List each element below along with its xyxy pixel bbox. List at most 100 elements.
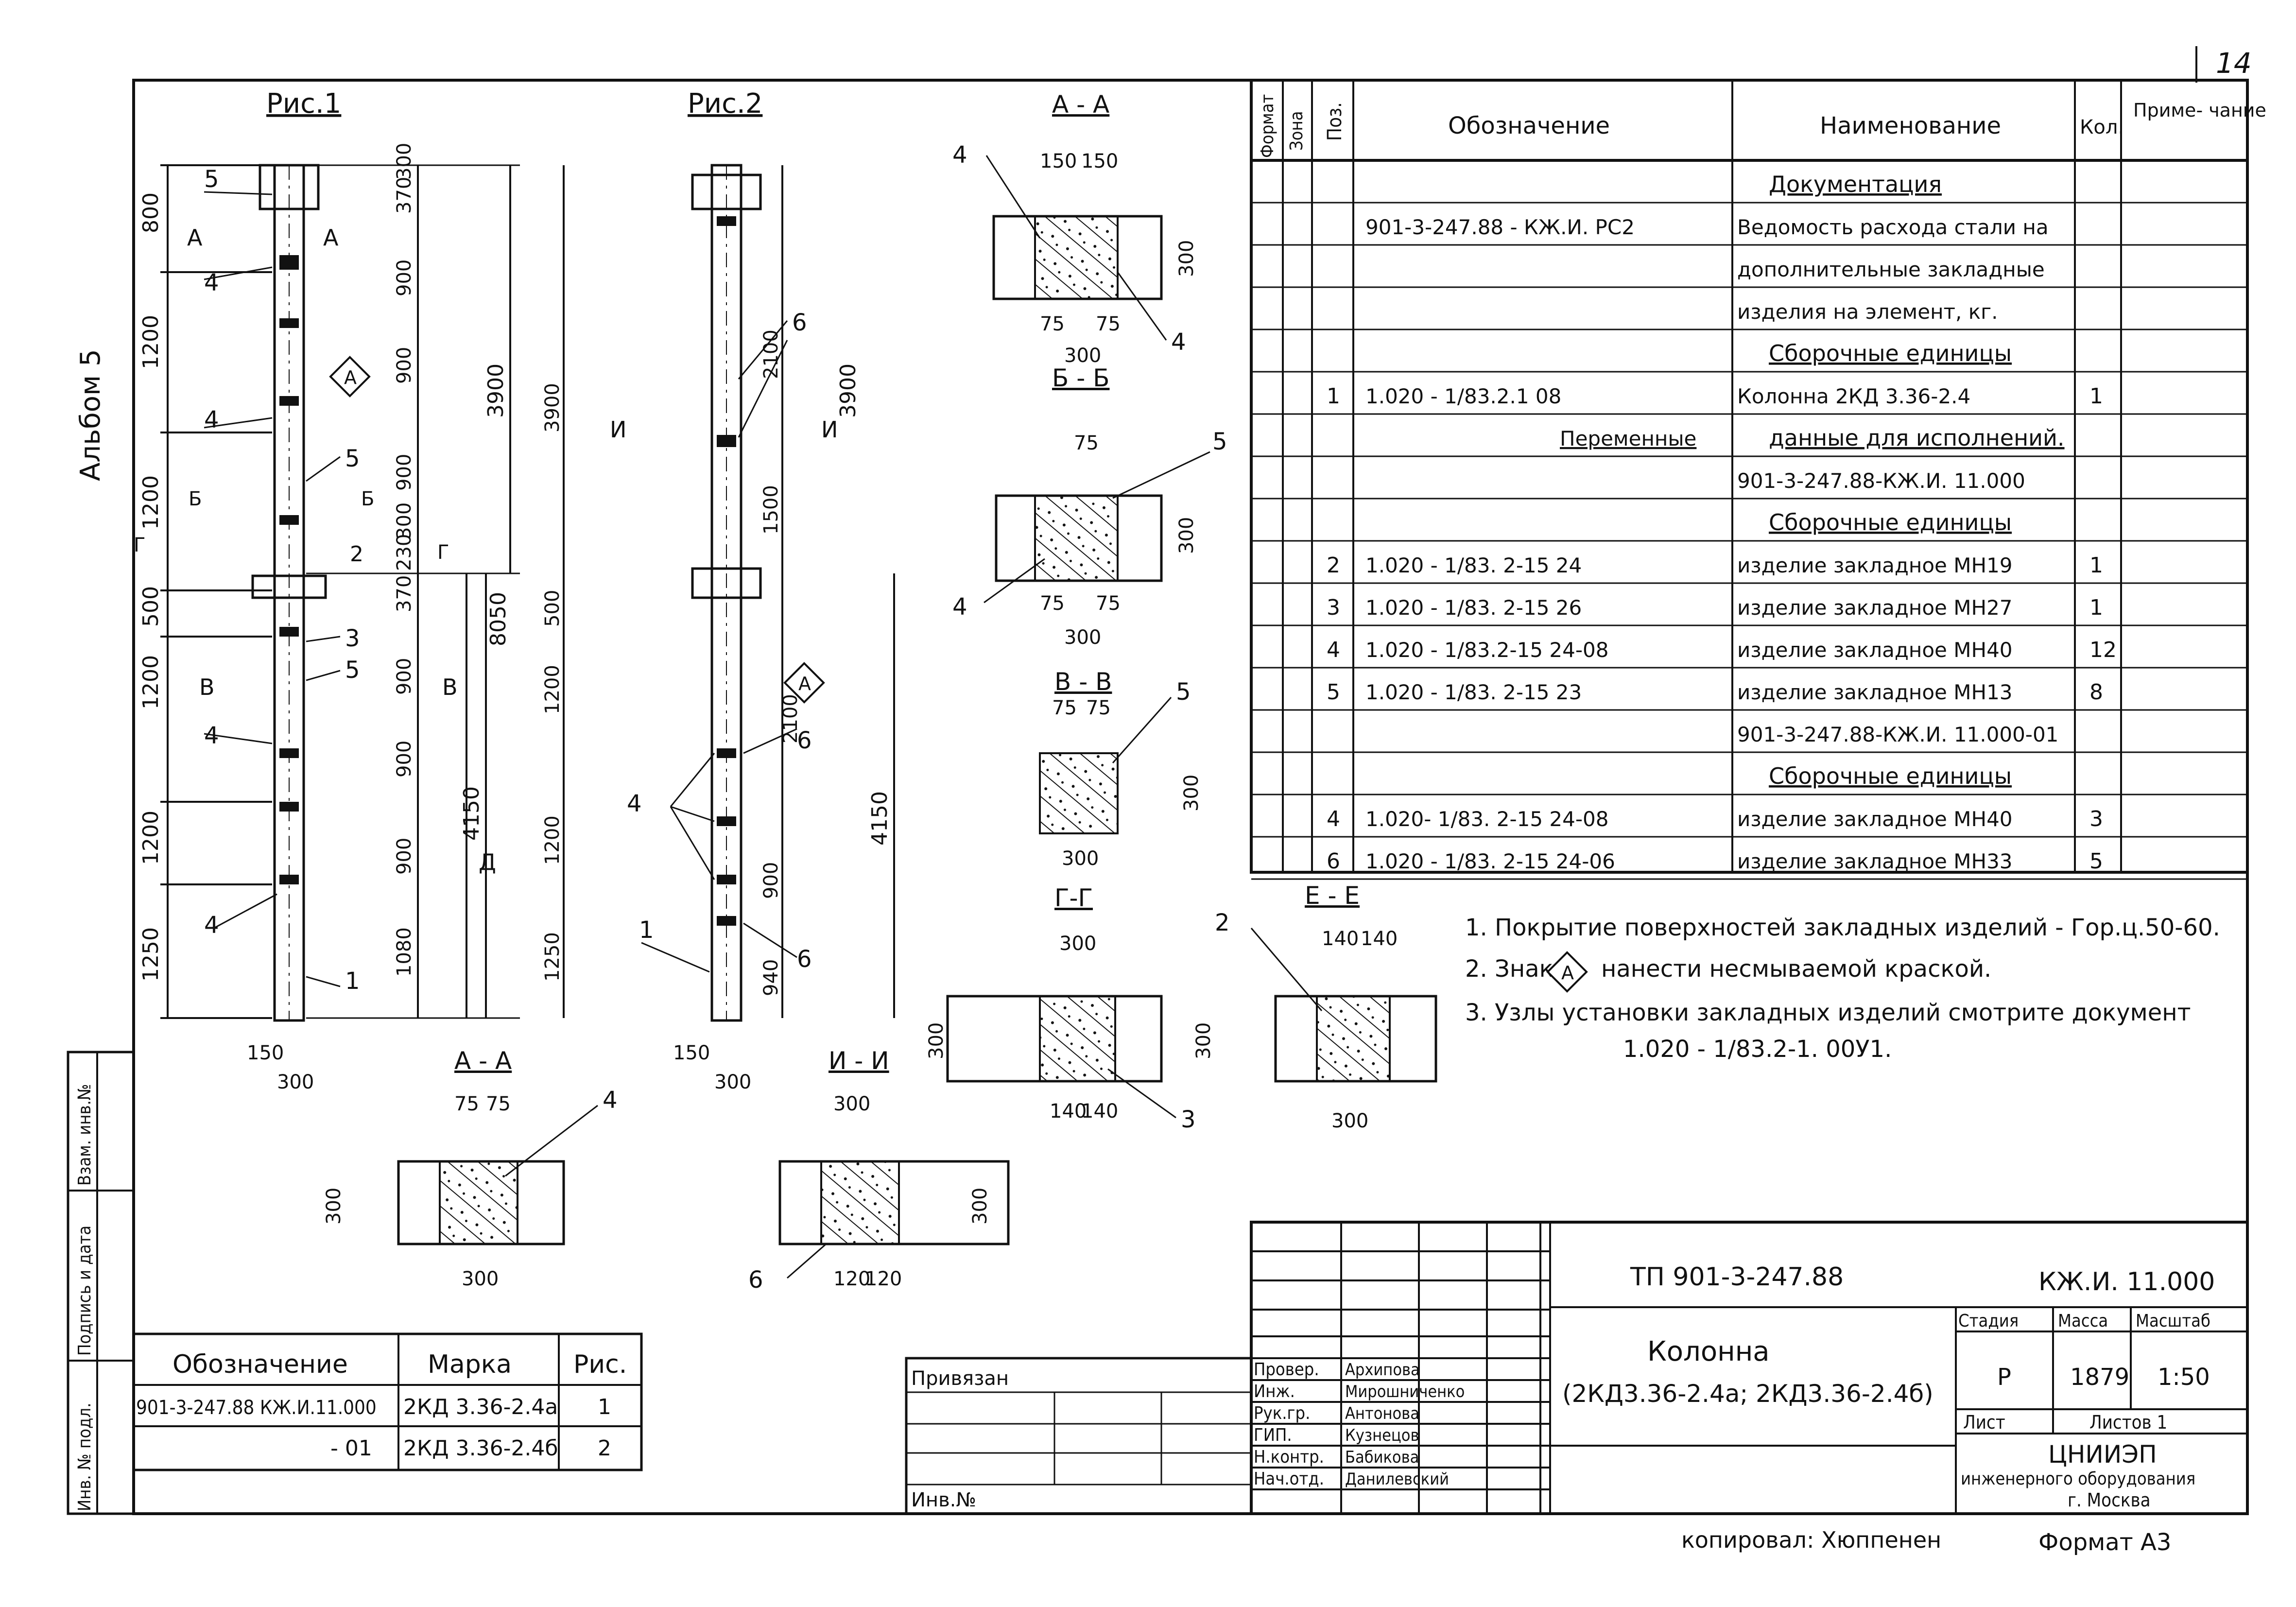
left-stamp-strip: Инв. № подл. Подпись и дата Взам. инв.№ xyxy=(67,1051,135,1515)
spec-row-qty: 1 xyxy=(2089,595,2103,620)
fig1-rdim-6: 230 xyxy=(393,534,415,571)
spec-row-name: изделие закладное МН33 xyxy=(1737,849,2013,873)
spec-row-pos: 5 xyxy=(1327,680,1340,705)
note-sign-diamond-icon xyxy=(1546,951,1588,993)
title-person: Мирошниченко xyxy=(1345,1382,1465,1401)
vv-dim-300: 300 xyxy=(1062,847,1099,870)
fig2-width-300: 300 xyxy=(714,1071,751,1093)
note-1: 1. Покрытие поверхностей закладных издел… xyxy=(1465,914,2220,941)
aa2-dim-75a: 75 xyxy=(454,1093,479,1115)
fig1-callout-1: 1 xyxy=(345,968,360,995)
strip-inv-podl: Инв. № подл. xyxy=(75,1403,95,1511)
section-vv: В - В 75 75 300 300 5 xyxy=(1039,668,1203,870)
title-role: Провер. xyxy=(1254,1360,1319,1380)
title-person: Архипова xyxy=(1345,1360,1420,1380)
note-3-doc: 1.020 - 1/83.2-1. 00У1. xyxy=(1623,1036,1892,1063)
fig2-callout-6a: 6 xyxy=(792,309,807,336)
aa-dim-75a: 75 xyxy=(1040,313,1065,335)
bb-dim-300v: 300 xyxy=(1175,517,1198,554)
spec-row-designation: 1.020- 1/83. 2-15 24-08 xyxy=(1365,807,1608,831)
note-2a: 2. Знак xyxy=(1465,955,1554,983)
ii-dim-300: 300 xyxy=(833,1093,870,1115)
title-stage: Р xyxy=(1997,1364,2011,1391)
footer-format: Формат А3 xyxy=(2038,1529,2171,1556)
spec-header-pos: Поз. xyxy=(1324,102,1346,141)
aa2-dim-300v: 300 xyxy=(323,1188,345,1225)
ii-dim-120b: 120 xyxy=(865,1268,902,1290)
fig1-rdim-5: 300 xyxy=(393,502,415,539)
fig1-callout-3: 3 xyxy=(345,625,360,652)
spec-row-name: 901-3-247.88-КЖ.И. 11.000-01 xyxy=(1737,723,2058,746)
fig1-rdim-3: 900 xyxy=(393,347,415,384)
title-block: ТП 901-3-247.88 КЖ.И. 11.000 Колонна (2К… xyxy=(1250,1221,2249,1515)
title-person: Данилевский xyxy=(1345,1469,1449,1489)
fig2-width-150: 150 xyxy=(673,1042,710,1064)
fig1-callout-4c: 4 xyxy=(204,722,219,749)
spec-row-pos: 2 xyxy=(1327,553,1340,578)
spec-row-designation: 1.020 - 1/83. 2-15 23 xyxy=(1365,680,1582,704)
title-role: ГИП. xyxy=(1254,1425,1292,1445)
aa-callout-4a: 4 xyxy=(952,141,967,169)
spec-header-qty: Кол. xyxy=(2080,116,2124,138)
spec-row-name: изделие закладное МН27 xyxy=(1737,596,2013,620)
spec-row-name: дополнительные закладные xyxy=(1737,258,2045,281)
section-gg: Г-Г 300 300 140 140 3 xyxy=(925,884,1196,1133)
marks-row2-designation: - 01 xyxy=(330,1436,372,1461)
fig2-left-3900: 3900 xyxy=(541,383,564,432)
spec-row-name: данные для исполнений. xyxy=(1769,425,2065,451)
fig1-title: Рис.1 xyxy=(266,88,341,120)
vv-dim-75b: 75 xyxy=(1086,697,1111,719)
section-ii: И - И 300 300 120 120 6 xyxy=(748,1047,1010,1294)
spec-row-name: 901-3-247.88-КЖ.И. 11.000 xyxy=(1737,469,2025,493)
figure-2: Рис.2 3900 500 1200 1200 1250 2100 1500 … xyxy=(541,88,895,1093)
page-number: 14 xyxy=(2216,47,2252,80)
spec-row-qty: 1 xyxy=(2089,553,2103,578)
privyazan-block: Привязан Инв.№ xyxy=(905,1357,1253,1515)
fig2-total-bot: 4150 xyxy=(867,791,892,846)
spec-header-zone: Зона xyxy=(1287,111,1307,151)
title-person: Кузнецов xyxy=(1345,1426,1419,1445)
ee-dim-140a: 140 xyxy=(1322,928,1359,950)
footer-copied: копировал: Хюппенен xyxy=(1681,1527,1941,1553)
fig1-dim-1200a: 1200 xyxy=(138,315,163,369)
aa2-dim-75b: 75 xyxy=(486,1093,511,1115)
title-project: ТП 901-3-247.88 xyxy=(1630,1262,1844,1292)
fig1-rdim-4: 900 xyxy=(393,454,415,491)
fig2-sign-letter: А xyxy=(798,673,811,694)
title-person: Бабикова xyxy=(1345,1448,1419,1467)
note-3: 3. Узлы установки закладных изделий смот… xyxy=(1465,999,2191,1026)
fig1-mark-b-left: Б xyxy=(189,488,202,510)
title-code: КЖ.И. 11.000 xyxy=(2038,1267,2215,1296)
fig2-left-1200a: 1200 xyxy=(541,665,564,714)
section-gg-title: Г-Г xyxy=(1054,884,1093,912)
fig2-sign-diamond-icon xyxy=(783,662,825,704)
gg-dim-300: 300 xyxy=(1059,933,1096,955)
section-aa2-title: А - А xyxy=(454,1047,512,1075)
section-ii-title: И - И xyxy=(829,1047,889,1075)
bb-callout-4: 4 xyxy=(952,593,967,621)
fig2-title: Рис.2 xyxy=(688,88,762,120)
fig1-rdim-0: 370 xyxy=(393,177,415,214)
marks-row1-designation: 901-3-247.88 КЖ.И.11.000 xyxy=(136,1397,377,1419)
marks-row2-mark: 2КД 3.36-2.4б xyxy=(403,1436,558,1461)
spec-row-pos: 3 xyxy=(1327,595,1340,620)
title-role: Инж. xyxy=(1254,1382,1295,1401)
title-name-line2: (2КД3.36-2.4а; 2КД3.36-2.4б) xyxy=(1562,1380,1933,1408)
title-scale-header: Масштаб xyxy=(2136,1311,2210,1331)
fig1-dim-500: 500 xyxy=(138,586,163,627)
bb-dim-75: 75 xyxy=(1074,432,1099,454)
gg-dim-140b: 140 xyxy=(1081,1100,1118,1123)
fig1-mark-g-left: Г xyxy=(134,534,145,556)
title-name-line1: Колонна xyxy=(1647,1336,1770,1367)
fig1-rdim-9: 900 xyxy=(393,741,415,778)
fig2-callout-4: 4 xyxy=(627,790,642,817)
marks-table: Обозначение Марка Рис. 901-3-247.88 КЖ.И… xyxy=(132,1332,643,1471)
gg-dim-300v: 300 xyxy=(925,1022,948,1059)
fig1-mark-g-right: Г xyxy=(437,541,449,564)
fig1-rdim-7: 370 xyxy=(393,575,415,612)
fig1-callout-5: 5 xyxy=(204,166,219,193)
sign-diamond-icon xyxy=(329,356,371,397)
spec-header-designation: Обозначение xyxy=(1448,112,1610,139)
spec-row-designation: 1.020 - 1/83. 2-15 24-06 xyxy=(1365,849,1615,873)
